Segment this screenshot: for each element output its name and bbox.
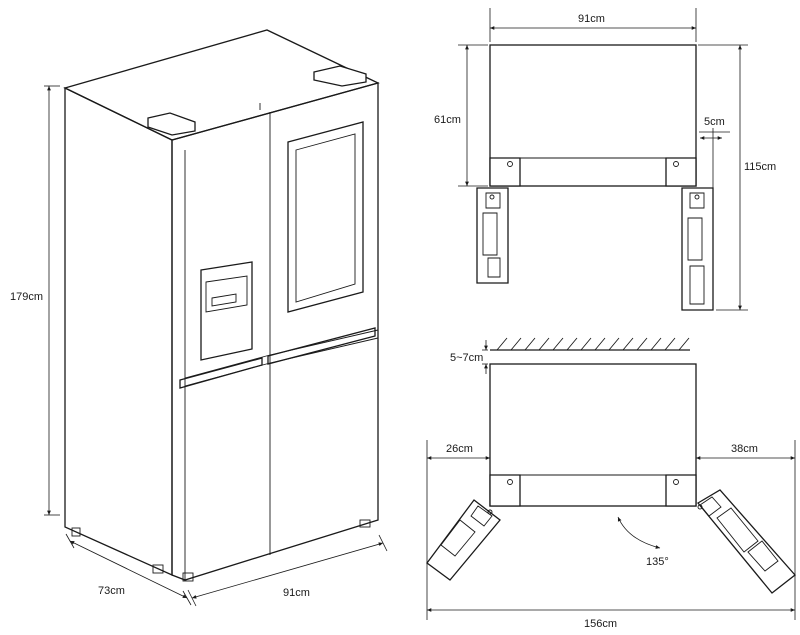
- angle-label: 135°: [646, 556, 669, 568]
- width-label: 91cm: [283, 587, 310, 599]
- depth-dimension: 73cm: [65, 533, 192, 606]
- total-depth-label: 115cm: [744, 161, 776, 173]
- clearance-view: 135°: [426, 337, 796, 594]
- angle-arc: [617, 516, 661, 549]
- height-label: 179cm: [10, 291, 43, 303]
- fridge-window: [287, 121, 364, 313]
- top-width-label: 91cm: [578, 13, 605, 25]
- top-view: [476, 44, 714, 311]
- fridge-front: [171, 82, 379, 581]
- clearance-cabinet: [489, 363, 697, 507]
- top-view-right-door: [681, 187, 714, 311]
- fridge-side-panel: [64, 86, 173, 577]
- left-door-dimension: 26cm: [426, 440, 491, 620]
- top-width-dimension: 91cm: [489, 8, 697, 42]
- width-dimension: 91cm: [187, 534, 388, 607]
- fridge-3d-view: [63, 29, 380, 582]
- cabinet-depth-label: 61cm: [434, 114, 461, 126]
- total-depth-dimension: 115cm: [698, 44, 776, 311]
- wall-gap-label: 5~7cm: [450, 352, 483, 364]
- door-gap-label: 5cm: [704, 116, 725, 128]
- upper-right-handle: [267, 327, 376, 365]
- clearance-right-door: [697, 489, 796, 594]
- top-hinges: [147, 65, 367, 136]
- door-gap-dimension: 5cm: [699, 116, 730, 188]
- cabinet-depth-dimension: 61cm: [434, 44, 488, 187]
- depth-label: 73cm: [98, 585, 125, 597]
- right-door-label: 38cm: [731, 443, 758, 455]
- top-view-left-door: [476, 187, 509, 284]
- left-door-label: 26cm: [446, 443, 473, 455]
- top-view-cabinet: [489, 44, 697, 187]
- total-width-label: 156cm: [584, 618, 617, 630]
- water-dispenser: [200, 261, 253, 361]
- wall-gap-dimension: 5~7cm: [450, 340, 488, 374]
- clearance-left-door: [426, 499, 501, 581]
- wall-hatching: [490, 337, 690, 351]
- right-door-dimension: 38cm: [695, 440, 796, 620]
- height-dimension: 179cm: [10, 85, 60, 516]
- fridge-top-panel: [63, 29, 380, 141]
- total-width-dimension: 156cm: [427, 608, 795, 630]
- upper-left-handle: [179, 357, 263, 389]
